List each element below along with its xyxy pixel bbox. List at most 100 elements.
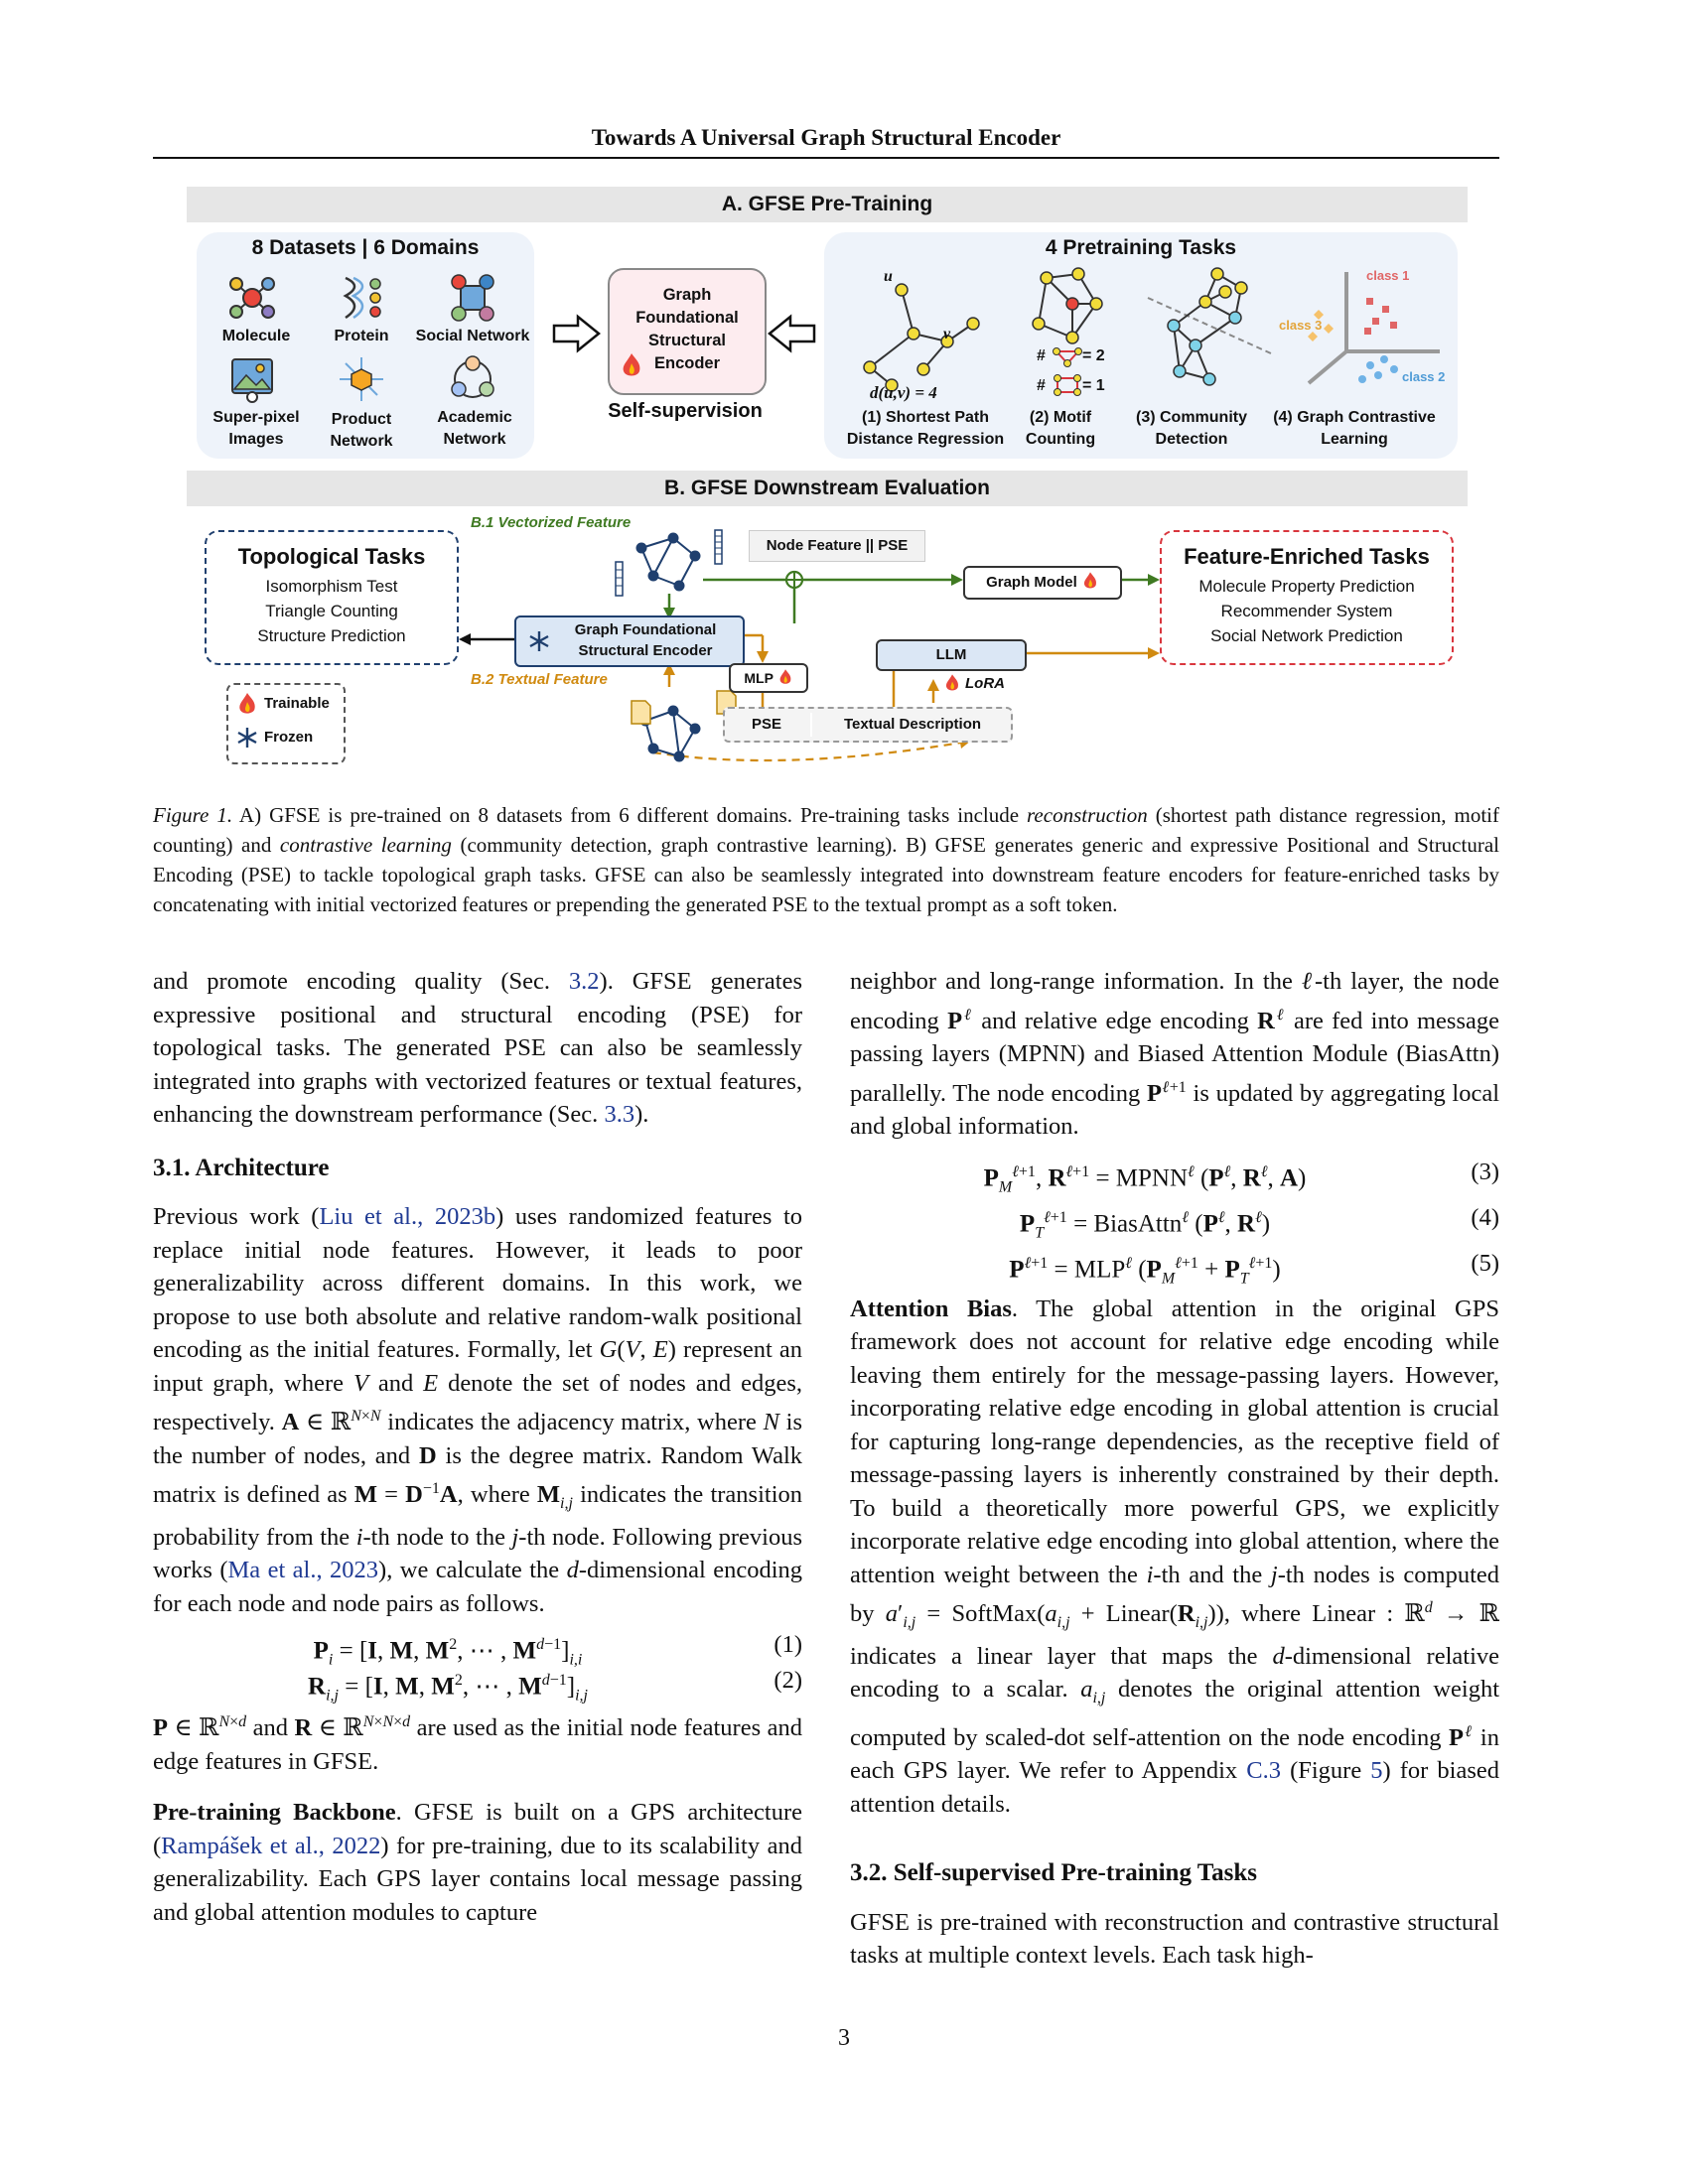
paragraph: P ∈ ℝN×d and R ∈ ℝN×N×d are used as the … (153, 1713, 802, 1775)
image-icon (231, 358, 273, 403)
dataset-label-superpixel: Super-pixel Images (212, 409, 300, 448)
prompt-box: PSE Textual Description (723, 707, 1013, 743)
b1-label: B.1 Vectorized Feature (471, 514, 632, 531)
graph-model-label: Graph Model (986, 574, 1077, 591)
equation-5: Pℓ+1 = MLPℓ (PMℓ+1 + PTℓ+1)(5) (1009, 1249, 1499, 1288)
citation-link[interactable]: Liu et al., 2023b (319, 1203, 496, 1230)
caption-text: (community detection, graph contrastive … (153, 833, 1499, 916)
mlp-box: MLP (729, 663, 808, 693)
page-number: 3 (838, 2025, 850, 2051)
class-2-label: class 2 (1402, 369, 1446, 384)
caption-text: A) GFSE is pre-trained on 8 datasets fro… (232, 803, 1028, 827)
caption-text: (shortest path distance regression, moti… (153, 803, 1499, 857)
task-label-contrastive: (4) Graph Contrastive Learning (1273, 409, 1436, 448)
equation-4: PTℓ+1 = BiasAttnℓ (Pℓ, Rℓ)(4) (1019, 1203, 1499, 1242)
left-column: and promote encoding quality (Sec. 3.2).… (153, 965, 802, 1929)
equation-2: Ri,j = [I, M, M2, ⋯ , Md−1]i,j(2) (308, 1667, 802, 1705)
square-motif-icon (1054, 374, 1081, 396)
running-title: Towards A Universal Graph Structural Enc… (591, 125, 1061, 150)
section-link[interactable]: 3.2 (568, 968, 600, 995)
prompt-divider (810, 713, 812, 737)
paragraph: Pre-training Backbone. GFSE is built on … (153, 1799, 802, 1926)
encoder-box-downstream: Graph Foundational Structural Encoder (514, 615, 745, 667)
section-link[interactable]: 3.3 (604, 1101, 635, 1128)
triangle-motif-icon (1053, 347, 1082, 367)
header-rule (153, 157, 1499, 159)
datasets-title: 8 Datasets | 6 Domains (251, 236, 480, 259)
paragraph: and promote encoding quality (Sec. 3.2).… (153, 968, 802, 1128)
equation-3: PMℓ+1, Rℓ+1 = MPNNℓ (Pℓ, Rℓ, A)(3) (983, 1158, 1499, 1196)
flow-arrows (459, 529, 1160, 762)
feat-item: Social Network Prediction (1210, 626, 1403, 645)
topo-item: Isomorphism Test (265, 577, 398, 596)
textual-description-token: Textual Description (843, 716, 982, 733)
motif-count-2: = 1 (1082, 377, 1105, 394)
topo-item: Structure Prediction (257, 626, 406, 645)
datasets-panel (197, 232, 534, 459)
topo-item: Triangle Counting (265, 602, 398, 620)
dataset-label-product: Product Network (330, 411, 393, 450)
legend-frozen: Frozen (264, 729, 314, 746)
task-label-motif: (2) Motif Counting (1025, 409, 1096, 448)
flame-icon (1083, 572, 1096, 589)
tasks-title: 4 Pretraining Tasks (1045, 236, 1237, 259)
figure-link[interactable]: 5 (1370, 1757, 1383, 1785)
class-1-label: class 1 (1366, 268, 1410, 283)
graph-model-box: Graph Model (963, 566, 1122, 600)
snowflake-icon (237, 728, 257, 748)
legend-trainable: Trainable (264, 695, 330, 712)
product-network-icon (340, 357, 383, 401)
paragraph: Previous work (Liu et al., 2023b) uses r… (153, 1203, 803, 1617)
lora-label: LoRA (965, 675, 1005, 692)
spd-formula: d(u,v) = 4 (870, 383, 937, 402)
topological-tasks-box: Topological Tasks Isomorphism Test Trian… (205, 530, 459, 665)
feat-item: Recommender System (1220, 602, 1393, 620)
motif-count-1: = 2 (1082, 347, 1105, 364)
dataset-label-molecule: Molecule (221, 328, 291, 344)
run-in-heading: Pre-training Backbone (153, 1799, 396, 1827)
encoder-box-label: Graph Foundational Structural Encoder (635, 286, 739, 372)
arrow-left-icon (768, 314, 816, 353)
section-a-title: A. GFSE Pre-Training (187, 187, 1468, 222)
caption-emphasis: contrastive learning (279, 833, 452, 857)
arrow-right-icon (552, 314, 601, 353)
self-supervision-label: Self-supervision (608, 400, 763, 422)
appendix-link[interactable]: C.3 (1246, 1757, 1281, 1785)
task-label-spd: (1) Shortest Path Distance Regression (846, 409, 1005, 448)
node-feature-pse-box: Node Feature || PSE (749, 530, 925, 562)
motif-graph (1032, 267, 1103, 344)
protein-icon (343, 276, 381, 320)
equation-1: Pi = [I, M, M2, ⋯ , Md−1]i,i(1) (313, 1631, 802, 1669)
figure-caption: Figure 1. A) GFSE is pre-trained on 8 da… (153, 800, 1499, 919)
class-3-label: class 3 (1279, 318, 1323, 333)
motif-hash-1: # (1037, 347, 1046, 364)
section-b-title: B. GFSE Downstream Evaluation (187, 471, 1468, 506)
right-column: neighbor and long-range information. In … (850, 965, 1499, 1973)
task-label-community: (3) Community Detection (1136, 409, 1247, 448)
molecule-icon (229, 277, 275, 319)
paragraph: GFSE is pre-trained with reconstruction … (850, 1908, 1499, 1970)
b2-label: B.2 Textual Feature (471, 671, 608, 688)
feat-item: Molecule Property Prediction (1198, 577, 1415, 596)
heading-architecture: 3.1. Architecture (153, 1154, 330, 1181)
tasks-panel (824, 232, 1458, 459)
spd-v-label: v (943, 326, 951, 342)
paragraph: Attention Bias. The global attention in … (850, 1295, 1500, 1818)
dataset-label-social: Social Network (415, 328, 530, 344)
feature-enriched-title: Feature-Enriched Tasks (1184, 544, 1430, 569)
flame-icon (779, 669, 790, 684)
legend-box (226, 683, 346, 764)
dataset-label-academic: Academic Network (437, 409, 512, 448)
flame-icon (239, 693, 255, 714)
academic-network-icon (451, 355, 494, 398)
contrastive-scatter (1307, 272, 1440, 385)
community-graph (1147, 267, 1272, 386)
mlp-label: MLP (744, 670, 774, 686)
citation-link[interactable]: Rampášek et al., 2022 (161, 1832, 381, 1859)
topological-title: Topological Tasks (237, 544, 426, 569)
paragraph: neighbor and long-range information. In … (850, 968, 1500, 1141)
dataset-label-protein: Protein (334, 328, 389, 344)
flame-icon (946, 674, 958, 691)
caption-emphasis: reconstruction (1027, 803, 1148, 827)
citation-link[interactable]: Ma et al., 2023 (227, 1557, 379, 1584)
